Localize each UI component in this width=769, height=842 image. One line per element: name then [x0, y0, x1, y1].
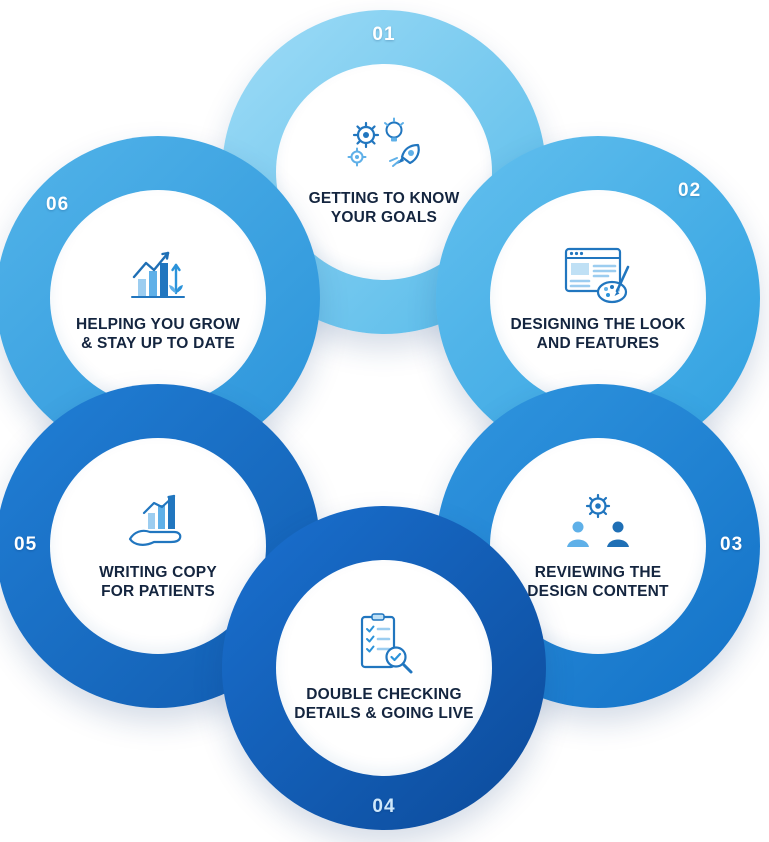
- step-label-line: AND FEATURES: [536, 334, 660, 352]
- step-label-line: DESIGN CONTENT: [527, 582, 669, 600]
- step-number: 02: [678, 180, 702, 201]
- step-label-line: FOR PATIENTS: [101, 582, 215, 600]
- step-label: DESIGNING THE LOOK AND FEATURES: [497, 316, 700, 354]
- hand-chart-icon: [118, 491, 198, 555]
- step-number: 04: [372, 796, 396, 817]
- step-label-line: GETTING TO KNOW: [308, 189, 460, 207]
- step-inner-circle: DESIGNING THE LOOK AND FEATURES: [490, 190, 706, 406]
- step-label: GETTING TO KNOW YOUR GOALS: [295, 190, 474, 228]
- step-number: 01: [372, 24, 396, 45]
- step-number: 03: [720, 534, 744, 555]
- step-label-line: DOUBLE CHECKING: [306, 685, 462, 703]
- step-number: 05: [14, 534, 38, 555]
- step-04-circle: 04 DOUBLE CHECKING: [222, 506, 546, 830]
- step-label-line: HELPING YOU GROW: [76, 315, 240, 333]
- step-inner-circle: DOUBLE CHECKING DETAILS & GOING LIVE: [276, 560, 492, 776]
- step-inner-circle: HELPING YOU GROW & STAY UP TO DATE: [50, 190, 266, 406]
- step-label-line: WRITING COPY: [99, 563, 217, 581]
- step-label-line: DESIGNING THE LOOK: [510, 315, 686, 333]
- step-label: REVIEWING THE DESIGN CONTENT: [513, 564, 682, 602]
- step-label: DOUBLE CHECKING DETAILS & GOING LIVE: [280, 686, 487, 724]
- step-inner-circle: GETTING TO KNOW YOUR GOALS: [276, 64, 492, 280]
- step-inner-circle: REVIEWING THE DESIGN CONTENT: [490, 438, 706, 654]
- team-gear-icon: [558, 491, 638, 555]
- step-label-line: YOUR GOALS: [330, 208, 438, 226]
- step-label: HELPING YOU GROW & STAY UP TO DATE: [62, 316, 254, 354]
- browser-palette-icon: [558, 243, 638, 307]
- checklist-magnifier-icon: [344, 612, 424, 677]
- step-label: WRITING COPY FOR PATIENTS: [85, 564, 231, 602]
- growth-chart-icon: [118, 243, 198, 307]
- gears-lightbulb-rocket-icon: [344, 117, 424, 181]
- step-label-line: & STAY UP TO DATE: [81, 334, 235, 352]
- step-label-line: REVIEWING THE: [534, 563, 662, 581]
- step-number: 06: [46, 194, 70, 215]
- step-label-line: DETAILS & GOING LIVE: [294, 704, 474, 722]
